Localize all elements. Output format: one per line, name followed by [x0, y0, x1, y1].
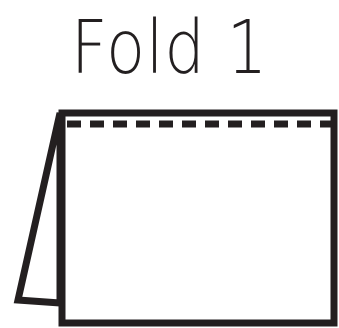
card-back-flap: [18, 113, 60, 303]
card-front-panel: [62, 113, 334, 323]
